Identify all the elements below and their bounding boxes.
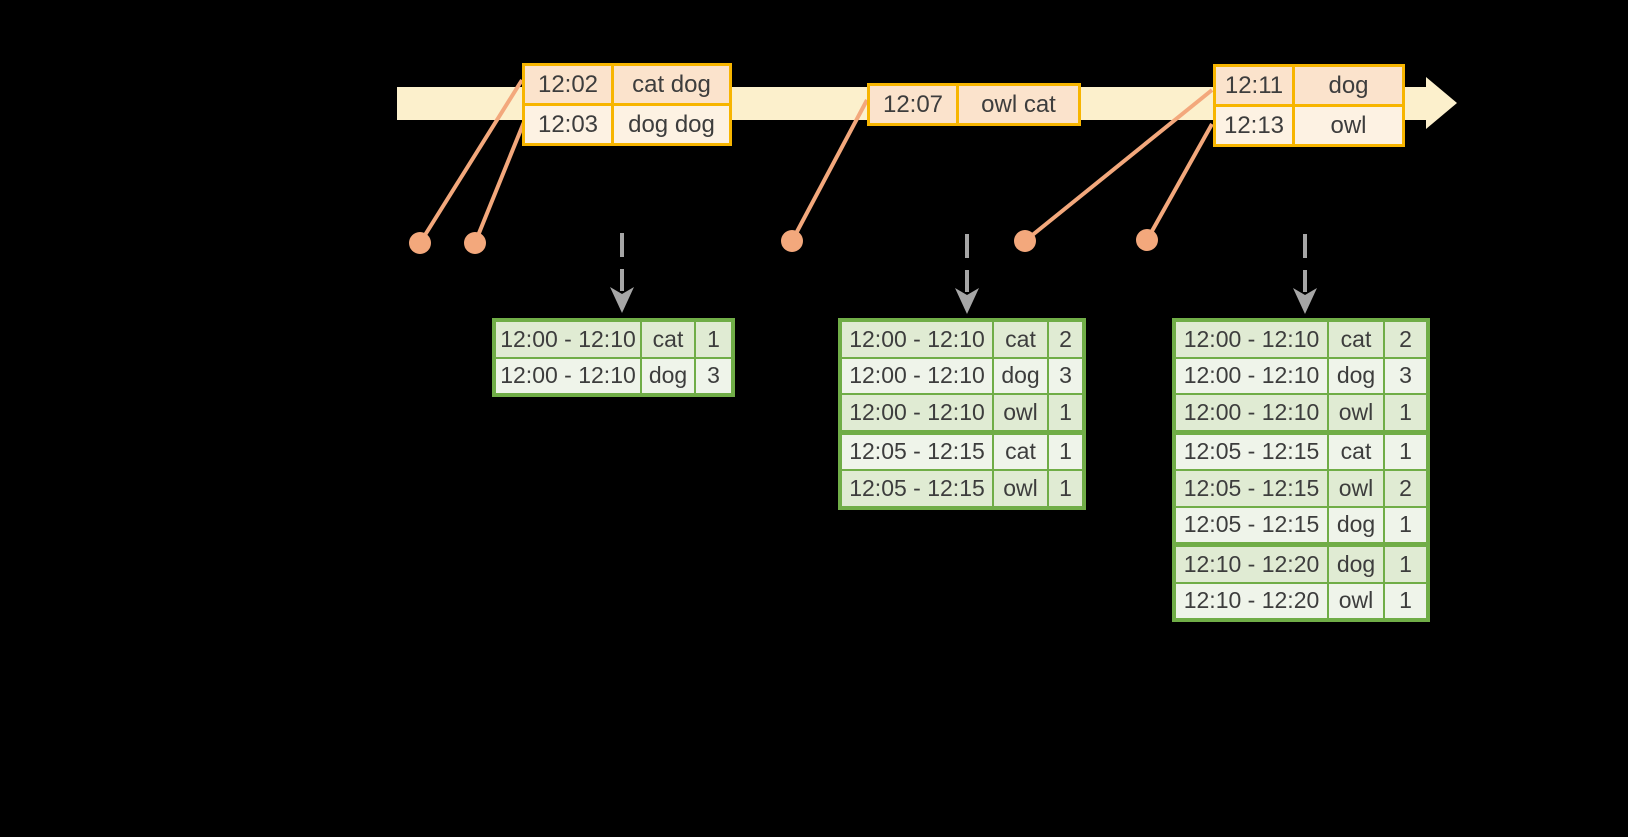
trigger-arrow-head-icon (1293, 288, 1317, 314)
window-cell: 12:00 - 12:10 (839, 356, 994, 395)
window-cell: 12:05 - 12:15 (1173, 469, 1329, 508)
window-cell: 12:00 - 12:10 (1173, 356, 1329, 395)
time-cell: 12:03 (522, 103, 614, 146)
time-cell: 12:02 (522, 63, 614, 106)
window-cell: 12:10 - 12:20 (1173, 542, 1329, 584)
words-cell: dog dog (611, 103, 732, 146)
word-cell: dog (1327, 356, 1385, 395)
event-dot (464, 232, 486, 254)
count-cell: 2 (1383, 319, 1429, 359)
trigger-arrows (610, 233, 1317, 314)
words-cell: cat dog (611, 63, 732, 106)
time-cell: 12:07 (867, 83, 959, 126)
count-cell: 1 (1047, 469, 1085, 509)
word-cell: cat (1327, 319, 1385, 359)
trigger-arrow-head-icon (955, 288, 979, 314)
event-connector-line (1023, 88, 1214, 243)
count-cell: 3 (1047, 356, 1085, 395)
word-cell: dog (1327, 542, 1385, 584)
event-dot (1136, 229, 1158, 251)
event-dot (1014, 230, 1036, 252)
count-cell: 1 (1383, 581, 1429, 621)
word-cell: cat (640, 319, 696, 359)
word-cell: owl (1327, 393, 1385, 433)
window-cell: 12:00 - 12:10 (1173, 319, 1329, 359)
count-cell: 1 (1047, 393, 1085, 433)
word-cell: cat (992, 319, 1049, 359)
word-cell: owl (992, 393, 1049, 433)
window-cell: 12:05 - 12:15 (1173, 505, 1329, 546)
trigger-arrow-head-icon (610, 287, 634, 313)
window-cell: 12:05 - 12:15 (839, 469, 994, 509)
window-cell: 12:05 - 12:15 (839, 429, 994, 471)
window-cell: 12:10 - 12:20 (1173, 581, 1329, 621)
time-cell: 12:13 (1213, 104, 1295, 147)
count-cell: 1 (1383, 393, 1429, 433)
window-cell: 12:00 - 12:10 (839, 319, 994, 359)
event-connector-line (473, 121, 526, 244)
count-cell: 1 (694, 319, 734, 359)
event-connectors (409, 78, 1214, 254)
event-dot (781, 230, 803, 252)
count-cell: 3 (694, 356, 734, 396)
event-connector-line (790, 99, 869, 242)
count-cell: 1 (1047, 429, 1085, 471)
window-cell: 12:05 - 12:15 (1173, 429, 1329, 471)
event-dot (409, 232, 431, 254)
count-cell: 1 (1383, 429, 1429, 471)
count-cell: 1 (1383, 542, 1429, 584)
timeline-arrow-head (1426, 77, 1457, 129)
count-cell: 3 (1383, 356, 1429, 395)
words-cell: dog (1292, 64, 1405, 107)
word-cell: cat (992, 429, 1049, 471)
word-cell: owl (1327, 581, 1385, 621)
word-cell: owl (992, 469, 1049, 509)
word-cell: cat (1327, 429, 1385, 471)
words-cell: owl (1292, 104, 1405, 147)
count-cell: 2 (1047, 319, 1085, 359)
count-cell: 1 (1383, 505, 1429, 546)
words-cell: owl cat (956, 83, 1081, 126)
window-cell: 12:00 - 12:10 (839, 393, 994, 433)
window-cell: 12:00 - 12:10 (493, 319, 642, 359)
word-cell: dog (1327, 505, 1385, 546)
word-cell: dog (640, 356, 696, 396)
word-cell: dog (992, 356, 1049, 395)
window-cell: 12:00 - 12:10 (493, 356, 642, 396)
time-cell: 12:11 (1213, 64, 1295, 107)
word-cell: owl (1327, 469, 1385, 508)
event-connector-line (418, 78, 524, 245)
window-cell: 12:00 - 12:10 (1173, 393, 1329, 433)
event-connector-line (1145, 123, 1214, 241)
count-cell: 2 (1383, 469, 1429, 508)
